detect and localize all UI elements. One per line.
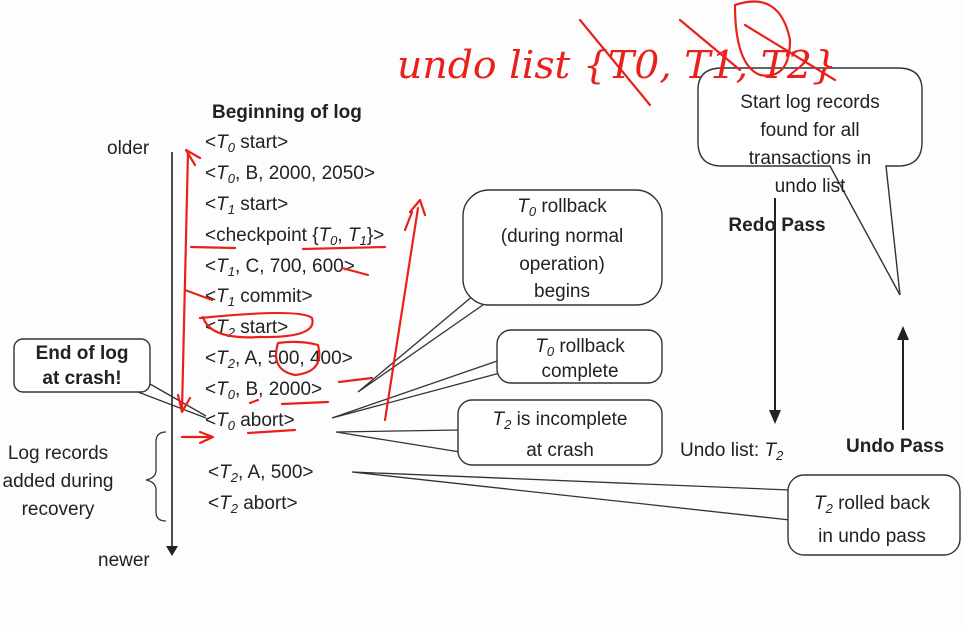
- svg-text:begins: begins: [534, 281, 590, 302]
- undo-list-label: Undo list: T2: [680, 440, 784, 463]
- recovery-brace-icon: [145, 431, 167, 522]
- callout-t2-rolled-back: T2 rolled back in undo pass: [787, 474, 961, 556]
- svg-text:in undo pass: in undo pass: [818, 526, 926, 547]
- log-entry: <T1, C, 700, 600>: [205, 256, 355, 279]
- undo-pass-label: Undo Pass: [846, 436, 944, 457]
- recovery-label: added during: [3, 471, 114, 492]
- log-entries: <T0 start> <T0, B, 2000, 2050> <T1 start…: [205, 132, 384, 516]
- svg-text:at crash!: at crash!: [42, 368, 121, 389]
- svg-text:(during normal: (during normal: [501, 226, 624, 247]
- log-entry: <T2, A, 500, 400>: [205, 348, 353, 371]
- redo-arrow-icon: [769, 410, 781, 424]
- log-entry: <T0 abort>: [205, 410, 295, 433]
- svg-text:complete: complete: [541, 361, 618, 382]
- recovery-label: recovery: [22, 499, 95, 520]
- log-heading: Beginning of log: [212, 102, 362, 123]
- svg-text:T0 rollback: T0 rollback: [535, 336, 625, 359]
- log-entry: <T1 commit>: [205, 286, 313, 309]
- time-arrow-icon: [166, 546, 178, 556]
- log-entry: <T0, B, 2000, 2050>: [205, 163, 375, 186]
- recovery-label: Log records: [8, 443, 108, 464]
- svg-text:undo list: undo list: [775, 176, 846, 197]
- svg-text:at crash: at crash: [526, 440, 594, 461]
- log-entry: <T0, B, 2000>: [205, 379, 322, 402]
- svg-text:T0 rollback: T0 rollback: [517, 196, 607, 219]
- older-label: older: [107, 138, 150, 159]
- undo-arrow-icon: [897, 326, 909, 340]
- newer-label: newer: [98, 550, 150, 571]
- log-entry-recovery: <T2 abort>: [208, 493, 298, 516]
- callout-rollback-begins: T0 rollback (during normal operation) be…: [462, 189, 663, 306]
- log-entry: <T1 start>: [205, 194, 288, 217]
- end-of-log-callout: End of log at crash!: [13, 338, 207, 419]
- svg-text:operation): operation): [519, 254, 605, 275]
- handwritten-annotations: [176, 0, 837, 445]
- callout-rollback-complete: T0 rollback complete: [496, 329, 663, 384]
- svg-text:T2 is incomplete: T2 is incomplete: [492, 409, 627, 432]
- svg-text:T2 rolled back: T2 rolled back: [814, 493, 931, 516]
- svg-text:End of log: End of log: [36, 343, 129, 364]
- log-entry-recovery: <T2, A, 500>: [208, 462, 314, 485]
- redo-pass-label: Redo Pass: [728, 215, 825, 236]
- svg-text:found for all: found for all: [760, 120, 859, 141]
- svg-text:transactions in: transactions in: [749, 148, 872, 169]
- callout-t2-incomplete: T2 is incomplete at crash: [457, 399, 663, 466]
- log-entry-checkpoint: <checkpoint {T0, T1}>: [205, 225, 384, 248]
- callout-start-records: Start log records found for all transact…: [697, 67, 923, 296]
- log-entry: <T0 start>: [205, 132, 288, 155]
- svg-text:Start log records: Start log records: [740, 92, 879, 113]
